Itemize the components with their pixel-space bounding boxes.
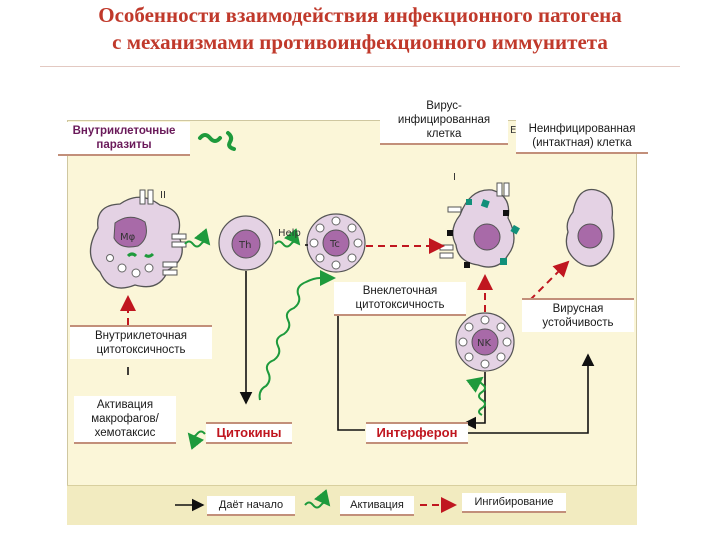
cytokines-box: Цитокины	[206, 422, 292, 444]
help-label: Help	[278, 228, 301, 239]
mhc-ii-label: II	[160, 190, 166, 201]
legend-starts: Даёт начало	[207, 496, 295, 516]
intracellular-parasites-label: Внутриклеточные паразиты	[58, 122, 190, 156]
legend-inhibition: Ингибирование	[462, 493, 566, 513]
uninfected-cell	[565, 188, 615, 267]
red-dashed-arrows	[120, 238, 570, 325]
tc-label: Tc	[329, 239, 340, 250]
legend-activation: Активация	[340, 496, 414, 516]
viral-resistance-label: Вирусная устойчивость	[522, 298, 634, 332]
tc-cell	[306, 213, 366, 273]
macrophage-label: Mφ	[120, 232, 136, 243]
extracellular-cytotoxicity-label: Внеклеточная цитотоксичность	[334, 282, 466, 316]
mhc-i-label: I	[453, 172, 456, 183]
title-line-2: с механизмами противоинфекционного иммун…	[112, 30, 608, 54]
th-cell	[218, 215, 274, 271]
macrophage-activation-label: Активация макрофагов/ хемотаксис	[74, 396, 176, 444]
green-activation-arrows	[184, 228, 486, 450]
black-arrows	[127, 244, 595, 434]
page-title: Особенности взаимодействия инфекционного…	[0, 2, 720, 56]
uninfected-cell-label: Неинфицированная (интактная) клетка	[516, 120, 648, 154]
nk-cell	[455, 312, 515, 372]
macrophage-cell	[89, 189, 187, 289]
parasite-icons	[198, 131, 236, 151]
title-divider	[40, 66, 680, 67]
edge-e-label: E	[510, 125, 516, 136]
virus-infected-cell-label: Вирус- инфицированная клетка	[380, 97, 508, 145]
intracellular-cytotoxicity-label: Внутриклеточная цитотоксичность	[70, 325, 212, 359]
th-label: Th	[238, 240, 251, 251]
virus-infected-cell	[439, 182, 520, 268]
legend-symbols	[175, 489, 457, 513]
interferon-box: Интерферон	[366, 422, 468, 444]
nk-label: NK	[477, 338, 491, 349]
title-line-1: Особенности взаимодействия инфекционного…	[98, 3, 622, 27]
